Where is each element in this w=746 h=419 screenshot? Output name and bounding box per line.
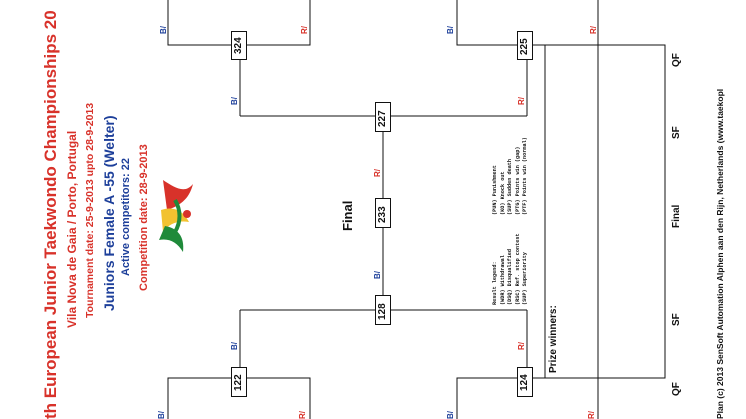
legend-item: (WDR) Withdrawal bbox=[499, 255, 506, 305]
blue-tag: B/ bbox=[230, 342, 239, 350]
legend-item: (KO) Knock out bbox=[499, 171, 506, 215]
legend-item: (PUN) Punishment bbox=[492, 165, 498, 215]
blue-tag: B/ bbox=[446, 26, 455, 34]
round-label-sf: SF bbox=[671, 313, 682, 326]
blue-tag: B/ bbox=[373, 271, 382, 279]
competition-date: Competition date: 28-9-2013 bbox=[138, 144, 150, 291]
match-number: 324 bbox=[233, 37, 244, 54]
match-number: 225 bbox=[519, 38, 530, 55]
match-box bbox=[375, 198, 391, 228]
red-tag: R/ bbox=[589, 26, 598, 34]
match-number: 233 bbox=[377, 206, 388, 223]
venue: Vila Nova de Gaia / Porto, Portugal bbox=[65, 130, 79, 328]
legend-item: (PTF) Points win (normal) bbox=[522, 137, 529, 215]
category-title: Juniors Female A -55 (Welter) bbox=[101, 115, 117, 311]
legend-item: (SUP) Superiority bbox=[522, 252, 529, 305]
result-legend-right: (PUN) Punishment (KO) Knock out (SUP) Su… bbox=[492, 137, 530, 215]
round-label-final: Final bbox=[671, 204, 682, 228]
blue-tag: B/ bbox=[157, 411, 166, 419]
red-tag: R/ bbox=[300, 26, 309, 34]
legend-item: (RSC) Ref. stop contest bbox=[514, 233, 521, 305]
match-box bbox=[517, 31, 533, 60]
red-tag: R/ bbox=[517, 97, 526, 105]
round-label-qf: QF bbox=[671, 382, 682, 396]
round-label-qf: QF bbox=[671, 53, 682, 67]
blue-tag: B/ bbox=[230, 97, 239, 105]
red-tag: R/ bbox=[587, 411, 596, 419]
match-number: 122 bbox=[233, 374, 244, 391]
red-tag: R/ bbox=[373, 169, 382, 177]
result-legend-left: Result legend: (WDR) Withdrawal (DSQ) Di… bbox=[492, 233, 530, 305]
final-label: Final bbox=[340, 200, 355, 231]
blue-tag: B/ bbox=[159, 26, 168, 34]
legend-title: Result legend: bbox=[492, 261, 498, 305]
footer-copyright: Plan (c) 2013 SenSoft Automation Alphen … bbox=[715, 88, 725, 419]
match-number: 128 bbox=[377, 303, 388, 320]
legend-item: (SUP) Sudden death bbox=[507, 158, 514, 215]
results-frame bbox=[544, 44, 666, 379]
red-tag: R/ bbox=[298, 411, 307, 419]
blue-tag: B/ bbox=[446, 411, 455, 419]
red-tag: R/ bbox=[517, 342, 526, 350]
match-box bbox=[231, 367, 247, 397]
active-competitors: Active competitors: 22 bbox=[120, 158, 132, 276]
taekwondo-logo bbox=[159, 180, 193, 252]
match-box bbox=[375, 102, 391, 132]
match-number: 227 bbox=[377, 110, 388, 127]
legend-item: (PTG) Points win (gap) bbox=[514, 146, 521, 216]
match-box bbox=[231, 31, 247, 60]
match-box bbox=[375, 295, 391, 325]
match-box bbox=[517, 367, 533, 397]
prize-winners-label: Prize winners: bbox=[548, 305, 559, 373]
championship-title: th European Junior Taekwondo Championshi… bbox=[41, 10, 60, 419]
legend-item: (DSQ) Disqualified bbox=[507, 248, 514, 305]
tournament-date: Tournament date: 25-9-2013 upto 28-9-201… bbox=[84, 102, 96, 318]
match-number: 124 bbox=[519, 374, 530, 391]
round-label-sf: SF bbox=[671, 126, 682, 139]
